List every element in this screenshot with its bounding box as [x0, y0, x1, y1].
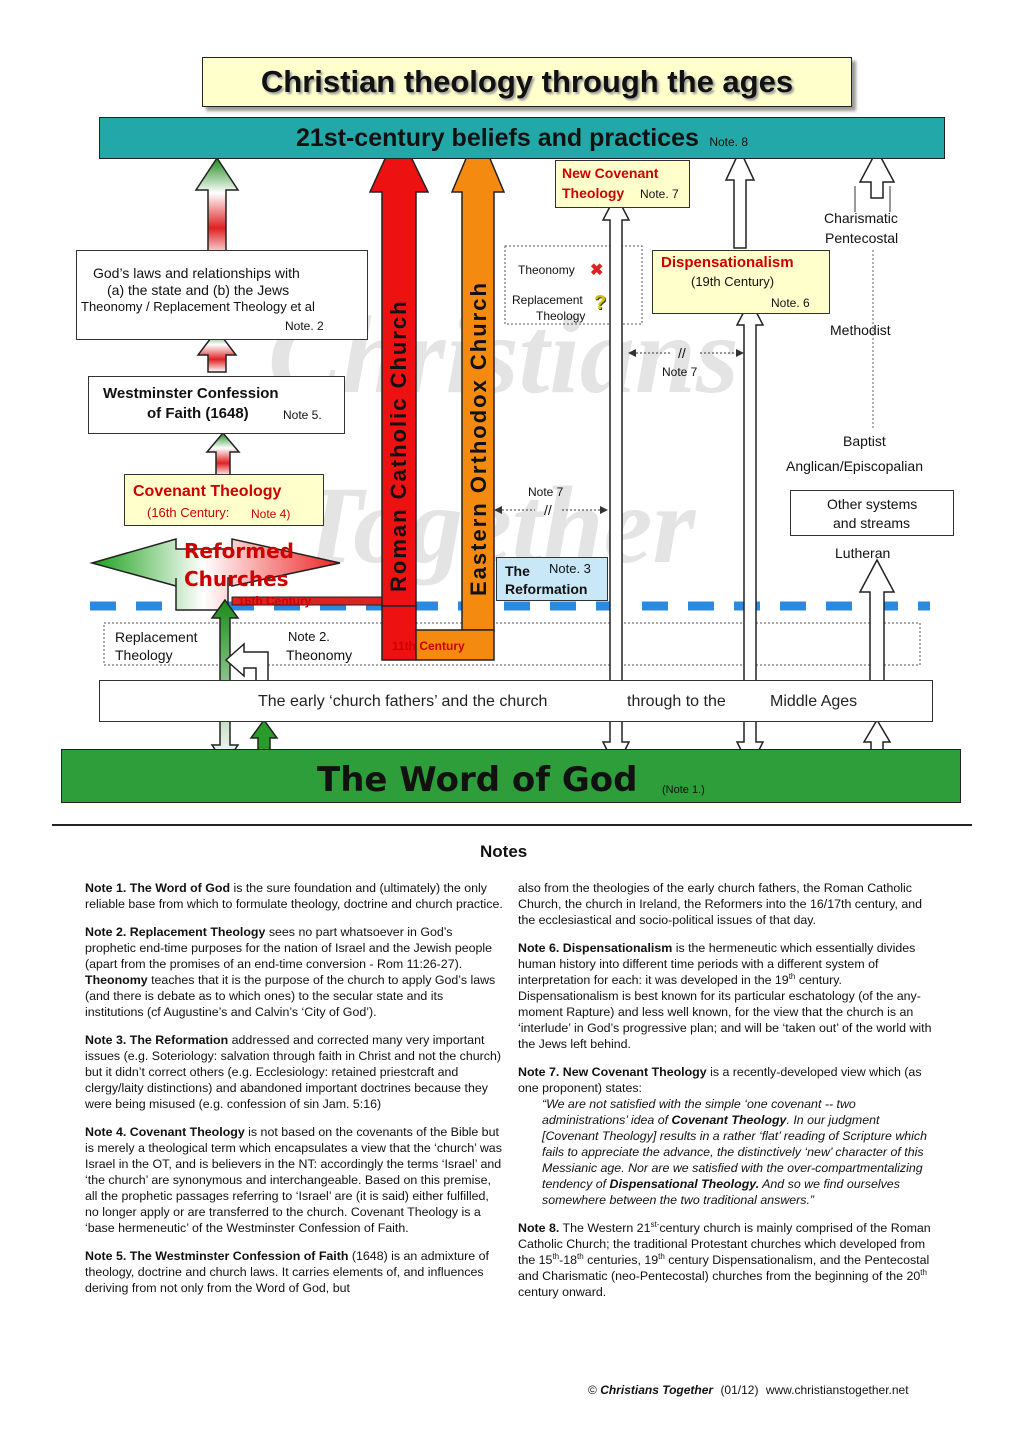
footer-url[interactable]: www.christianstogether.net: [765, 1383, 909, 1397]
ref-note: Note. 3: [549, 561, 591, 576]
slashes-top: //: [678, 345, 686, 361]
replacement-small-1: Replacement: [512, 293, 583, 307]
charismatic-label: Charismatic: [824, 210, 898, 226]
wcf-line-1: Westminster Confession: [103, 385, 279, 402]
footer-date: (01/12): [720, 1383, 759, 1397]
reformation-box: The Note. 3 Reformation: [496, 557, 608, 601]
note-6: Note 6. Dispensationalism is the hermene…: [518, 941, 932, 1051]
gods-laws-line-3: Theonomy / Replacement Theology et al: [81, 299, 315, 314]
notes-right-column: also from the theologies of the early ch…: [518, 880, 938, 1312]
disp-title: Dispensationalism: [661, 254, 794, 271]
other-line-2: and streams: [833, 515, 911, 531]
watermark-line-2: Together: [296, 464, 696, 586]
up-arrow-right: [858, 148, 896, 199]
up-arrow-lutheran: [858, 558, 896, 691]
copyright-symbol: ©: [588, 1383, 597, 1397]
early-band-part-1: The early ‘church fathers’ and the churc…: [258, 693, 548, 710]
rt-lower-1: Replacement: [115, 629, 198, 645]
cov-sub: (16th Century:: [147, 505, 230, 520]
title-box: Christian theology through the ages: [202, 57, 852, 107]
other-systems-box: Other systems and streams: [790, 490, 954, 536]
word-of-god-label: The Word of God: [317, 760, 638, 800]
diagram-graphics: [52, 128, 972, 826]
gods-laws-line-1: God’s laws and relationships with: [93, 265, 300, 281]
ncov-title: New Covenant: [562, 165, 659, 181]
note-2: Note 2. Replacement Theology sees no par…: [85, 925, 493, 971]
notes-heading: Notes: [480, 842, 528, 861]
top-band: 21st-century beliefs and practices Note.…: [99, 117, 945, 159]
note-5-continued: also from the theologies of the early ch…: [518, 881, 923, 927]
note-3: Note 3. The Reformation addressed and co…: [85, 1033, 501, 1111]
early-church-band: The early ‘church fathers’ and the churc…: [99, 680, 933, 722]
new-covenant-box: New Covenant Theology Note. 7: [555, 160, 690, 208]
note-7-quote: “We are not satisfied with the simple ‘o…: [542, 1097, 927, 1207]
word-of-god-band: The Word of God (Note 1.): [61, 749, 961, 803]
reformed-label-1: Reformed: [184, 539, 294, 563]
footer: © Christians Together (01/12) www.christ…: [588, 1383, 909, 1397]
early-band-part-3: Middle Ages: [770, 693, 858, 710]
pentecostal-label: Pentecostal: [825, 230, 899, 246]
upward-arrow-left-top: [194, 156, 240, 259]
th-lower-label: Theonomy: [286, 647, 353, 663]
ref-the: The: [505, 563, 530, 579]
note7-top: Note 7: [662, 365, 698, 379]
eastern-orthodox-label: Eastern Orthodox Church: [466, 281, 491, 596]
th-lower-note: Note 2.: [288, 629, 330, 644]
theonomy-small: Theonomy: [518, 263, 575, 277]
roman-catholic-arrow: [368, 128, 430, 661]
note-2-theonomy: Theonomy teaches that it is the purpose …: [85, 973, 496, 1019]
baptist-label: Baptist: [843, 433, 886, 449]
gods-laws-box: God’s laws and relationships with (a) th…: [76, 250, 368, 340]
word-of-god-note: (Note 1.): [662, 784, 705, 796]
ref-title: Reformation: [505, 581, 588, 597]
replacement-small-2: Theology: [536, 309, 586, 323]
dispensationalism-box: Dispensationalism (19th Century) Note. 6: [652, 250, 830, 314]
cross-icon: ✖: [590, 262, 604, 279]
slashes-mid: //: [544, 502, 552, 518]
notes-left-column: Note 1. The Word of God is the sure foun…: [85, 880, 505, 1308]
upward-arrow-left-low: [205, 431, 241, 477]
note-4: Note 4. Covenant Theology is not based o…: [85, 1125, 502, 1235]
top-band-label: 21st-century beliefs and practices: [295, 124, 699, 152]
ncov-title-2: Theology: [562, 185, 625, 201]
c16-label: 16th Century: [238, 594, 312, 608]
cov-title: Covenant Theology: [133, 483, 282, 500]
reformed-label-2: Churches: [184, 567, 289, 591]
top-band-note: Note. 8: [709, 135, 749, 149]
dotted-theonomy-box: [504, 245, 643, 325]
early-band-part-2: through to the: [627, 693, 726, 710]
wcf-line-2: of Faith (1648): [147, 405, 249, 422]
methodist-label: Methodist: [830, 322, 891, 338]
wcf-note: Note 5.: [283, 408, 322, 422]
up-arrow-ncov: [724, 148, 756, 249]
ncov-note: Note. 7: [640, 187, 679, 201]
anglican-label: Anglican/Episcopalian: [786, 458, 923, 474]
westminster-box: Westminster Confession of Faith (1648) N…: [88, 376, 345, 434]
lutheran-label: Lutheran: [835, 545, 891, 561]
page-title: Christian theology through the ages: [260, 64, 794, 99]
roman-catholic-label: Roman Catholic Church: [386, 299, 411, 592]
eastern-orthodox-arrow: [415, 128, 506, 661]
footer-brand: Christians Together: [600, 1383, 714, 1397]
note-7: Note 7. New Covenant Theology is a recen…: [518, 1064, 938, 1208]
disp-note: Note. 6: [771, 296, 810, 310]
note7-mid: Note 7: [528, 485, 564, 499]
dotted-region: [103, 622, 921, 666]
question-icon: ?: [594, 292, 607, 314]
rt-lower-2: Theology: [115, 647, 173, 663]
covenant-theology-box: Covenant Theology (16th Century: Note 4): [124, 474, 324, 526]
note-5: Note 5. The Westminster Confession of Fa…: [85, 1249, 489, 1295]
cov-note: Note 4): [251, 507, 291, 521]
note-1: Note 1. The Word of God is the sure foun…: [85, 881, 503, 911]
gods-laws-note: Note. 2: [285, 319, 324, 333]
disp-sub: (19th Century): [691, 274, 775, 289]
c11-label: 11th Century: [392, 639, 465, 653]
note-8: Note 8. The Western 21st-century church …: [518, 1219, 931, 1299]
gods-laws-line-2: (a) the state and (b) the Jews: [107, 282, 290, 298]
upward-arrow-left-mid: [196, 328, 238, 373]
other-line-1: Other systems: [827, 496, 918, 512]
reformed-churches-arrow: [89, 538, 341, 611]
